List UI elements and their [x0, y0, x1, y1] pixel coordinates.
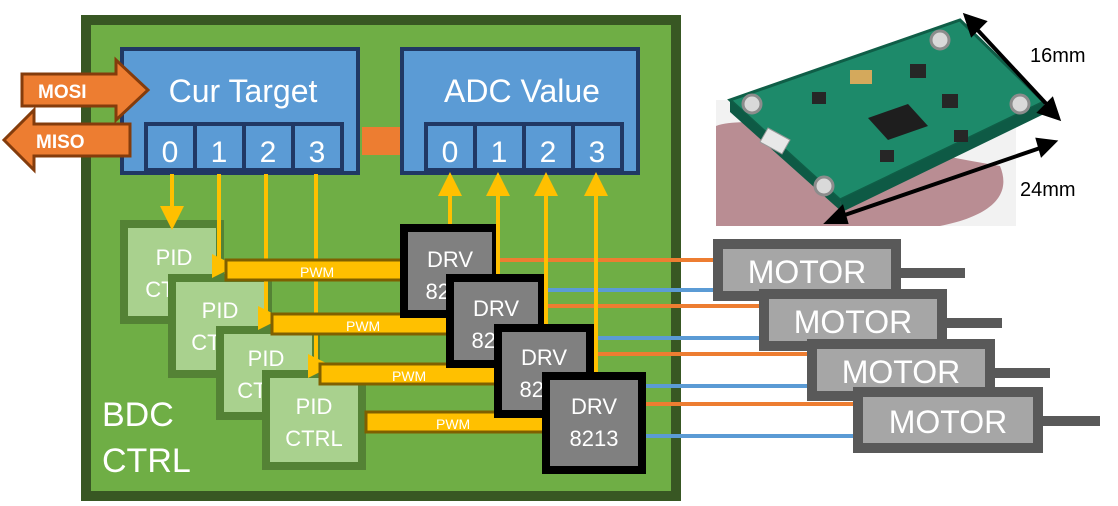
motor-3: MOTOR [853, 387, 1043, 453]
length-dimension-label: 24mm [1020, 179, 1076, 201]
motor-label: MOTOR [748, 254, 867, 290]
miso-arrow: MISO [1, 106, 132, 174]
motor-cables [895, 268, 1100, 426]
board-label-line2: CTRL [102, 442, 191, 480]
adc-value-cell-0: 0 [442, 136, 459, 169]
board-photo [716, 18, 1047, 226]
pid-label-line1: PID [296, 394, 333, 419]
board-label-line1: BDC [102, 396, 174, 434]
cur-target-cell-0: 0 [162, 136, 179, 169]
pid-label-line1: PID [156, 245, 193, 270]
channel-3: PID CTRL [262, 370, 366, 470]
adc-value-cell-1: 1 [491, 136, 508, 169]
miso-label: MISO [36, 132, 85, 153]
adc-value-title: ADC Value [444, 73, 600, 109]
pwm-label: PWM [346, 318, 380, 334]
drv-label-line1: DRV [521, 345, 567, 370]
pid-label-line1: PID [202, 298, 239, 323]
dimension-arrows [823, 12, 1062, 224]
motor-label: MOTOR [889, 404, 1008, 440]
motor-wires [496, 258, 864, 438]
pid-label-line1: PID [248, 346, 285, 371]
cur-target-register: Cur Target 0 1 2 3 [120, 47, 360, 175]
pid-block [262, 370, 366, 470]
drv-3: DRV 8213 [542, 372, 646, 474]
motor-0: MOTOR [713, 239, 901, 301]
pwm-label: PWM [436, 416, 470, 432]
register-bridge [362, 127, 402, 155]
mosi-arrow: MOSI [20, 56, 151, 124]
mosi-label: MOSI [38, 82, 87, 103]
adc-lines [438, 172, 608, 372]
adc-value-cell-3: 3 [589, 136, 606, 169]
cur-target-cell-1: 1 [211, 136, 228, 169]
motor-1: MOTOR [759, 289, 947, 351]
cur-target-cell-2: 2 [260, 136, 277, 169]
drv-label-line1: DRV [571, 394, 617, 419]
cur-target-cell-3: 3 [309, 136, 326, 169]
adc-value-register: ADC Value 0 1 2 3 [400, 47, 640, 175]
width-dimension-label: 16mm [1030, 45, 1086, 67]
pid-label-line2: CTRL [285, 426, 342, 451]
pwm-label: PWM [300, 264, 334, 280]
drv-label-line1: DRV [473, 296, 519, 321]
motor-label: MOTOR [794, 304, 913, 340]
drv-label-line1: DRV [427, 247, 473, 272]
drv-label-line2: 8213 [570, 426, 619, 451]
pwm-label: PWM [392, 368, 426, 384]
cur-target-title: Cur Target [169, 73, 318, 109]
motor-label: MOTOR [842, 354, 961, 390]
adc-value-cell-2: 2 [540, 136, 557, 169]
